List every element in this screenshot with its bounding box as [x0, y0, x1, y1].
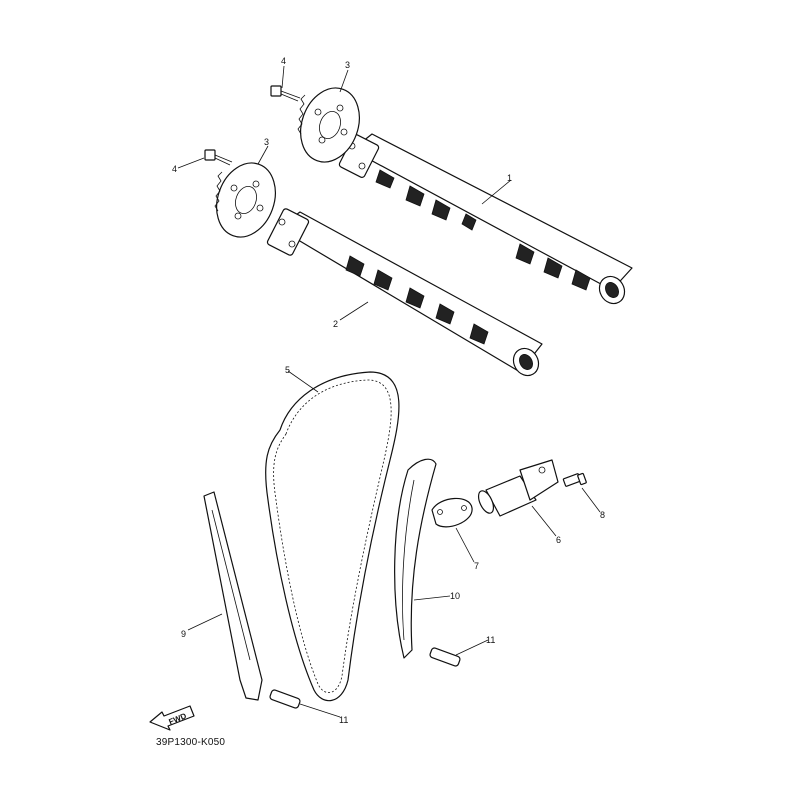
- cam-sprocket-lower[interactable]: [207, 155, 286, 246]
- callout-5: 5: [285, 365, 290, 375]
- callout-2: 2: [333, 319, 338, 329]
- callout-1: 1: [507, 173, 512, 183]
- callout-3-upper: 3: [345, 60, 350, 70]
- leader-lines: [177, 65, 601, 718]
- tensioner-gasket[interactable]: [431, 497, 473, 528]
- cam-sprocket-upper[interactable]: [291, 80, 370, 171]
- chain-tensioner[interactable]: [475, 459, 559, 517]
- forward-direction-arrow: FWD: [149, 705, 195, 731]
- chain-guide-rear[interactable]: [203, 491, 263, 701]
- diagram-reference-code: 39P1300-K050: [156, 737, 226, 748]
- sprocket-bolt-upper[interactable]: [270, 85, 301, 102]
- chain-guide-tensioner-side[interactable]: [394, 458, 437, 659]
- callout-labels: 1 2 3 3 4 4 5 6 7 8 9 10 11 11: [172, 56, 605, 725]
- callout-11-right: 11: [486, 635, 495, 645]
- callout-7: 7: [474, 561, 479, 571]
- sprocket-bolt-lower[interactable]: [204, 149, 233, 166]
- callout-11-lower: 11: [339, 715, 348, 725]
- callout-10: 10: [450, 591, 460, 601]
- guide-pin-right[interactable]: [429, 647, 461, 667]
- guide-pin-lower[interactable]: [269, 689, 301, 709]
- callout-3-lower: 3: [264, 137, 269, 147]
- callout-9: 9: [181, 629, 186, 639]
- callout-4-upper: 4: [281, 56, 286, 66]
- camshaft-upper[interactable]: [338, 133, 633, 309]
- callout-8: 8: [600, 510, 605, 520]
- callout-4-lower: 4: [172, 164, 177, 174]
- timing-chain[interactable]: [265, 371, 400, 702]
- tensioner-bolt[interactable]: [562, 472, 587, 487]
- camshaft-lower[interactable]: [266, 208, 543, 380]
- callout-6: 6: [556, 535, 561, 545]
